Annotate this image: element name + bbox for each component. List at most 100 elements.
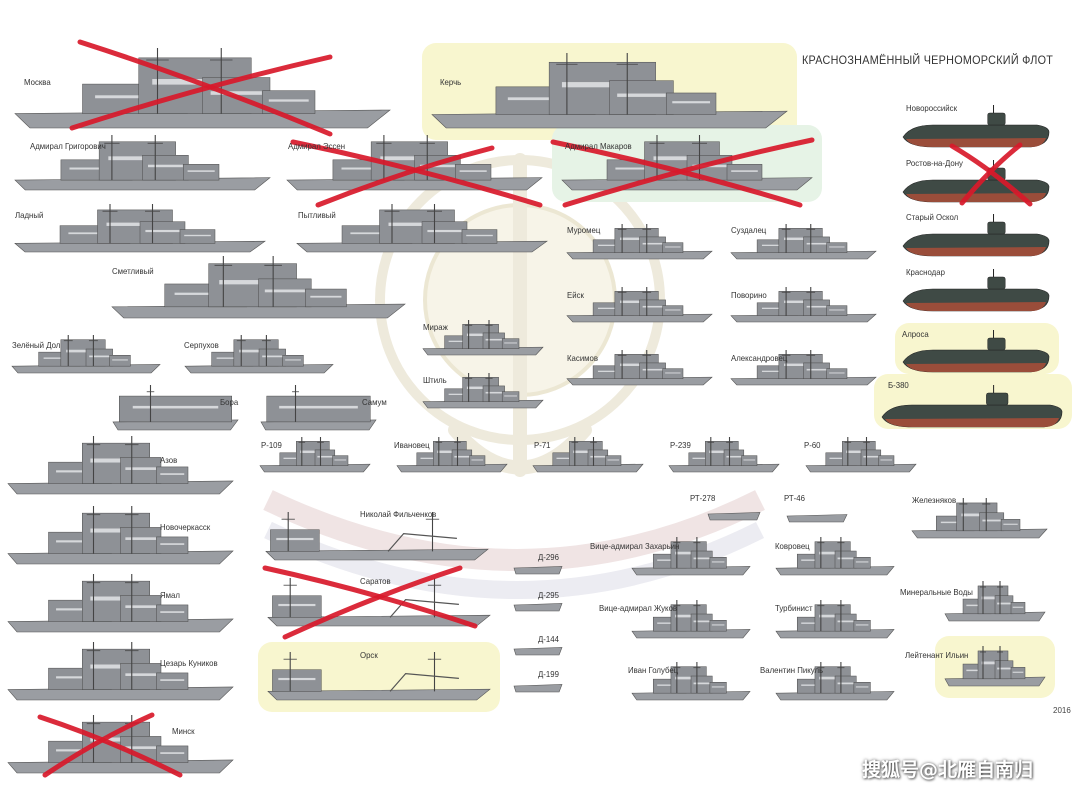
ship-superstructure <box>272 669 322 692</box>
ship-detail <box>90 664 142 669</box>
ship-detail <box>504 342 517 344</box>
ship-22 <box>7 506 234 565</box>
ship-37 <box>513 684 563 693</box>
ship-label: Мираж <box>423 322 448 332</box>
ship-detail <box>761 307 793 309</box>
ship-detail <box>726 455 742 458</box>
ship-label: Валентин Пикуль <box>760 665 824 675</box>
ship-detail <box>466 234 493 237</box>
ship-44 <box>631 662 751 701</box>
ship-superstructure <box>142 155 189 181</box>
ship-detail <box>485 391 503 394</box>
ship-label: РТ-278 <box>690 493 716 503</box>
ship-detail <box>95 95 175 99</box>
ship-superstructure <box>455 164 492 181</box>
ship-detail <box>420 164 455 168</box>
ship-superstructure <box>156 466 189 484</box>
ship-superstructure <box>120 527 162 554</box>
ship-24 <box>7 642 234 701</box>
ship-detail <box>784 237 818 241</box>
ship-detail <box>300 450 326 454</box>
ship-detail <box>427 229 462 233</box>
ship-label: Зелёный Дол <box>12 340 61 350</box>
ship-detail <box>310 295 342 298</box>
ship-label: Орск <box>360 650 378 660</box>
ship-detail <box>160 679 185 681</box>
ship-superstructure <box>120 457 162 484</box>
ship-label: Д-296 <box>538 552 559 562</box>
ship-label: Р-71 <box>534 440 551 450</box>
ship-detail <box>90 458 142 463</box>
ship-detail <box>125 673 157 676</box>
ship-detail <box>709 450 735 454</box>
ship-detail <box>829 457 853 459</box>
ship-detail <box>420 457 444 459</box>
cross-mark <box>315 145 495 208</box>
year-label: 2016 <box>1053 706 1071 715</box>
ship-superstructure <box>662 305 684 316</box>
submarine-label: Старый Оскол <box>906 212 959 222</box>
ship-38 <box>707 512 761 521</box>
ship-detail <box>448 393 475 395</box>
ship-detail <box>692 457 716 459</box>
sub-sail <box>986 392 1009 406</box>
ship-label: Штиль <box>423 375 447 385</box>
ship-label: Иван Голубец <box>628 665 679 675</box>
ship-superstructure <box>709 682 727 694</box>
ship-detail <box>466 386 495 390</box>
ship-33 <box>267 652 491 701</box>
ship-detail <box>657 559 683 561</box>
ship-detail <box>219 280 287 285</box>
ship-superstructure <box>587 449 609 466</box>
ship-superstructure <box>469 455 486 466</box>
ship-label: Муромец <box>567 225 601 235</box>
ship-detail <box>784 300 818 304</box>
ship-detail <box>278 603 316 607</box>
ship-11 <box>566 287 713 323</box>
ship-superstructure <box>272 595 322 618</box>
ship-detail <box>855 686 869 688</box>
ship-superstructure <box>156 536 189 554</box>
ship-label: Лейтенант Ильин <box>905 650 969 660</box>
ship-detail <box>160 543 185 545</box>
submarine-1 <box>902 105 1050 148</box>
ship-label: Александровец <box>731 353 788 363</box>
ship-superstructure <box>156 604 189 622</box>
ship-detail <box>837 682 854 685</box>
ship-label: Д-199 <box>538 669 559 679</box>
ship-detail <box>160 473 185 475</box>
sub-sail <box>987 112 1006 126</box>
ship-detail <box>806 305 827 308</box>
ship-label: Николай Фильченков <box>360 509 437 519</box>
ship-detail <box>597 370 629 372</box>
ship-superstructure <box>662 242 684 253</box>
ship-detail <box>675 614 703 618</box>
ship-7 <box>296 204 548 253</box>
ship-superstructure <box>258 348 286 367</box>
ship-detail <box>731 170 758 172</box>
ship-20 <box>260 385 377 431</box>
ship-superstructure <box>482 385 505 402</box>
ship-crane <box>389 598 459 618</box>
ship-detail <box>620 237 654 241</box>
ship-15 <box>422 320 544 356</box>
cross-mark <box>562 137 815 208</box>
ship-detail <box>711 624 725 626</box>
ship-superstructure <box>609 80 674 115</box>
ship-detail <box>966 604 988 607</box>
ship-label: Москва <box>24 77 51 87</box>
cross-mark <box>42 712 155 778</box>
ship-30 <box>805 437 917 473</box>
ship-detail <box>657 684 683 686</box>
ship-superstructure <box>156 672 189 690</box>
ship-detail <box>334 459 347 461</box>
ship-detail <box>961 513 993 517</box>
ship-42 <box>631 600 751 639</box>
cross-mark <box>37 714 183 778</box>
ship-detail <box>855 624 869 626</box>
ship-detail <box>829 246 845 248</box>
ship-superstructure <box>690 613 713 632</box>
sub-sail <box>987 337 1006 351</box>
ship-detail <box>784 363 818 367</box>
ship-detail <box>615 167 669 170</box>
